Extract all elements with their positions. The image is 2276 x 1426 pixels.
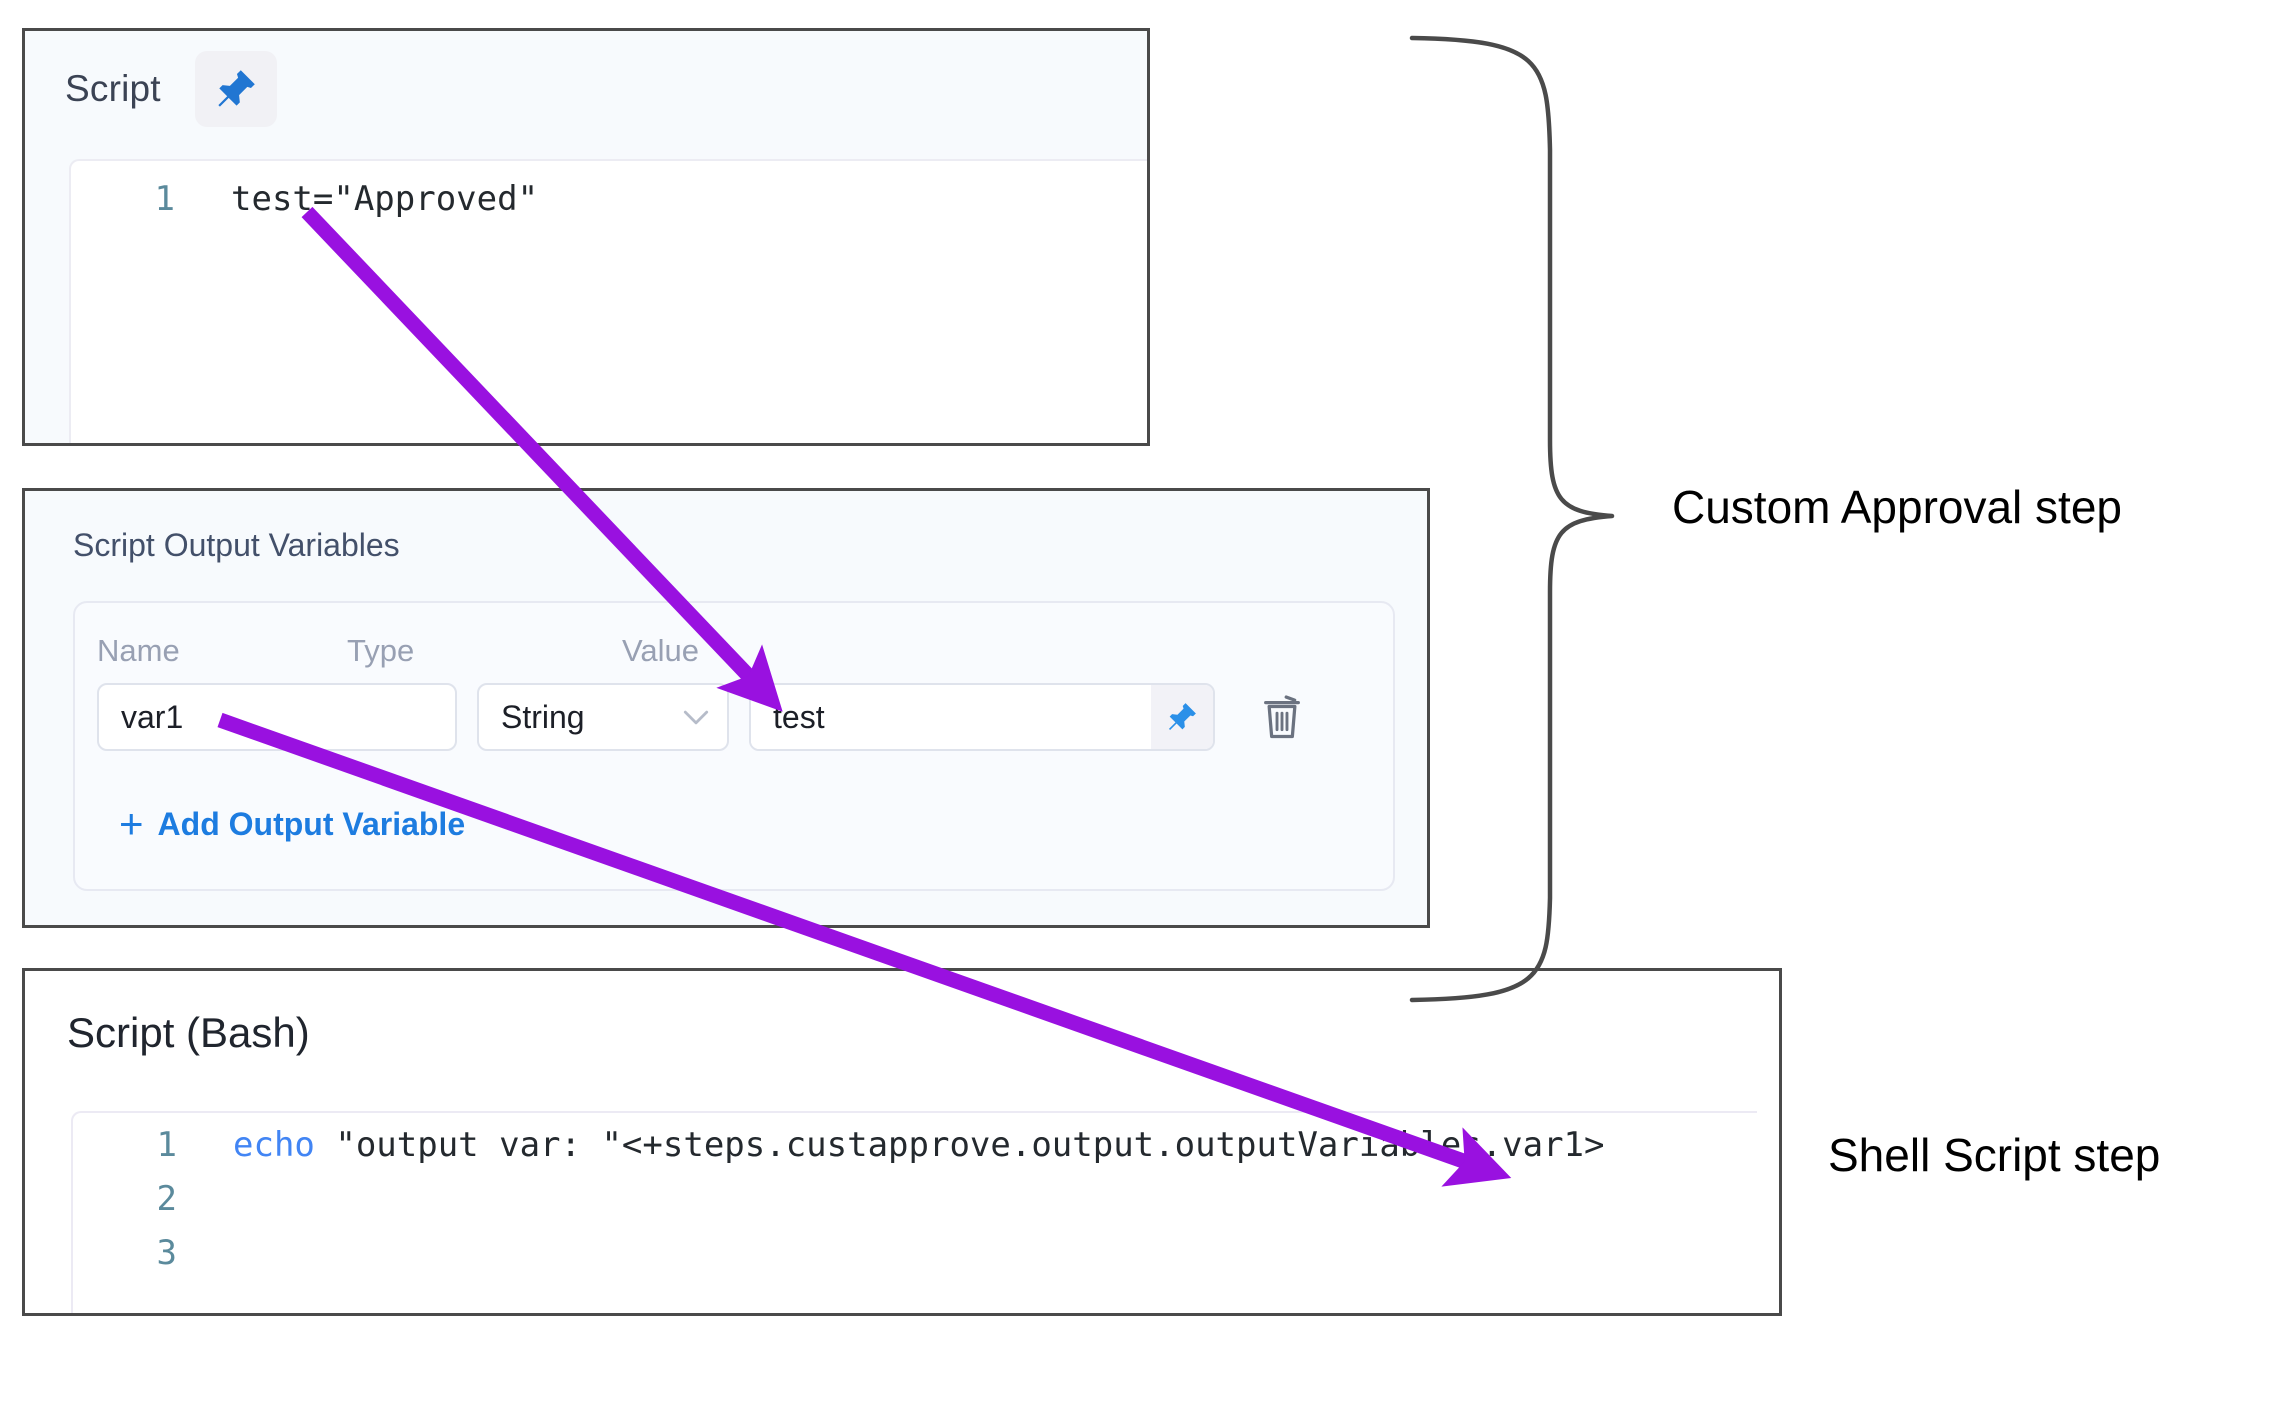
keyword-echo: echo: [233, 1125, 315, 1165]
variable-type-value: String: [501, 698, 585, 735]
section-title: Script Output Variables: [73, 527, 400, 563]
script-panel-header: Script: [25, 31, 1147, 127]
page-title: Script: [65, 68, 161, 109]
pushpin-icon: [1168, 703, 1196, 731]
line-source: test="Approved": [231, 179, 539, 219]
line-number: 3: [156, 1233, 177, 1273]
script-panel: Script 1 test="Approved": [22, 28, 1150, 446]
bash-panel-title: Script (Bash): [67, 1009, 310, 1056]
script-output-variables-panel: Script Output Variables Name Type Value …: [22, 488, 1430, 928]
variable-value-group: test: [749, 683, 1215, 751]
column-headers: Name Type Value: [75, 603, 1393, 669]
column-header-name: Name: [97, 633, 180, 668]
line-source: "output var: "<+steps.custapprove.output…: [314, 1125, 1605, 1165]
plus-icon: +: [119, 800, 144, 847]
code-line: 1 test="Approved": [71, 161, 1147, 233]
column-header-type: Type: [347, 633, 415, 668]
chevron-down-icon: [683, 710, 709, 724]
curly-brace: [1409, 35, 1615, 1003]
pin-button[interactable]: [194, 51, 277, 127]
code-line: 2: [73, 1179, 1757, 1233]
column-header-value: Value: [622, 633, 699, 668]
trash-icon: [1264, 695, 1300, 739]
line-number: 1: [156, 1125, 177, 1165]
code-line: 3: [73, 1233, 1757, 1287]
bash-code-editor[interactable]: 1 echo "output var: "<+steps.custapprove…: [71, 1111, 1757, 1313]
table-row: var1 String test: [75, 669, 1393, 751]
variable-type-select[interactable]: String: [477, 683, 729, 751]
variable-name-input[interactable]: var1: [97, 683, 457, 751]
add-output-variable-button[interactable]: + Add Output Variable: [119, 803, 465, 845]
line-number: 1: [154, 179, 175, 219]
code-line: 1 echo "output var: "<+steps.custapprove…: [73, 1125, 1757, 1179]
annotation-label-custom-approval: Custom Approval step: [1672, 481, 2123, 533]
add-output-variable-label: Add Output Variable: [157, 805, 466, 842]
value-pin-button[interactable]: [1151, 685, 1213, 749]
delete-variable-button[interactable]: [1259, 691, 1305, 743]
script-code-editor[interactable]: 1 test="Approved": [69, 159, 1147, 443]
pushpin-icon: [218, 70, 255, 107]
line-number: 2: [156, 1179, 177, 1219]
bash-script-panel: Script (Bash) 1 echo "output var: "<+ste…: [22, 968, 1782, 1316]
variable-value-input[interactable]: test: [751, 685, 1151, 749]
output-variables-card: Name Type Value var1 String test: [73, 601, 1395, 891]
annotation-label-shell-script: Shell Script step: [1828, 1129, 2161, 1181]
